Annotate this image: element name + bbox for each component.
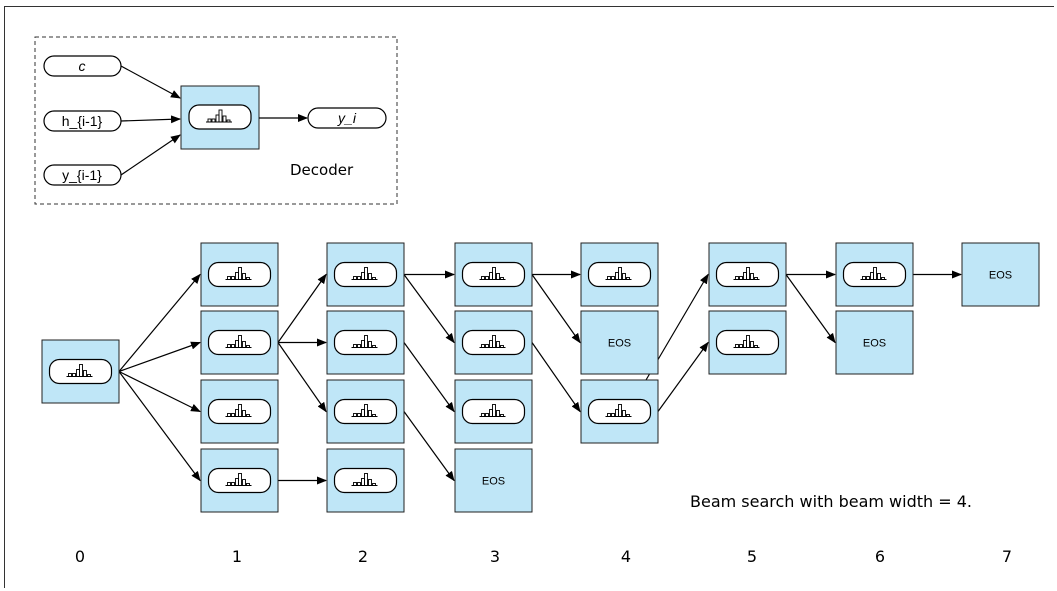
hypothesis-node [200, 242, 279, 307]
step-label-1: 1 [232, 547, 242, 566]
eos-node: EOS [580, 310, 659, 375]
beam-edge [277, 342, 327, 413]
hypothesis-node [580, 379, 659, 444]
eos-label: EOS [863, 338, 886, 350]
hypothesis-node [200, 310, 279, 375]
beam-edge [118, 273, 201, 372]
eos-node: EOS [835, 310, 914, 375]
node-box [454, 448, 533, 513]
input-y-prev: y_{i-1} [43, 164, 122, 186]
figure-frame [4, 6, 1054, 588]
histogram-icon [733, 335, 760, 348]
histogram-icon [225, 473, 252, 486]
histogram-icon [605, 267, 632, 280]
hypothesis-node [326, 310, 405, 375]
decoder-dashed-box [34, 36, 398, 205]
beam-edge [277, 273, 327, 343]
histogram-icon [351, 267, 378, 280]
hypothesis-node [454, 310, 533, 375]
output-y: y_i [307, 107, 387, 129]
decoder-inset: c h_{i-1} y_{i-1} y_i Decoder [34, 36, 398, 205]
step-label-7: 7 [1002, 547, 1012, 566]
histogram-icon [479, 404, 506, 417]
hypothesis-node [454, 242, 533, 307]
step-label-4: 4 [621, 547, 631, 566]
beam-edge [657, 341, 709, 412]
histogram-icon [188, 104, 252, 130]
histogram-icon [206, 109, 232, 123]
beam-nodes: EOS EOS EOS EOS [41, 242, 1040, 513]
histogram-icon [860, 267, 887, 280]
node-box [961, 242, 1040, 307]
step-label-2: 2 [358, 547, 368, 566]
beam-edge [118, 370, 201, 413]
arrow-c [120, 65, 181, 99]
beam-edge [118, 371, 201, 482]
caption: Beam search with beam width = 4. [690, 492, 972, 511]
hypothesis-node [326, 448, 405, 513]
beam-edges [118, 270, 962, 485]
eos-node: EOS [961, 242, 1040, 307]
arrow-h [120, 115, 181, 124]
input-c-label: c [79, 58, 86, 74]
input-h-label: h_{i-1} [62, 113, 103, 129]
output-y-label: y_i [337, 110, 357, 126]
step-label-0: 0 [75, 547, 85, 566]
step-label-3: 3 [490, 547, 500, 566]
decoder-label: Decoder [290, 161, 354, 179]
step-label-6: 6 [875, 547, 885, 566]
hypothesis-node [41, 339, 120, 404]
hypothesis-node [835, 242, 914, 307]
input-y-label: y_{i-1} [62, 167, 102, 183]
arrow-y [120, 134, 181, 176]
beam-edge [531, 342, 581, 413]
hypothesis-node [580, 242, 659, 307]
decoder-node [180, 85, 260, 150]
step-label-5: 5 [747, 547, 757, 566]
hypothesis-node [708, 242, 787, 307]
beam-edge [403, 411, 455, 482]
histogram-icon [66, 364, 93, 377]
hypothesis-node [454, 379, 533, 444]
step-labels: 0 1 2 3 4 5 6 7 [75, 547, 1012, 566]
histogram-icon [479, 335, 506, 348]
hypothesis-node [200, 379, 279, 444]
histogram-icon [351, 404, 378, 417]
hypothesis-node [326, 242, 405, 307]
beam-edge [785, 274, 836, 344]
eos-node: EOS [454, 448, 533, 513]
histogram-icon [225, 404, 252, 417]
histogram-icon [351, 335, 378, 348]
eos-label: EOS [608, 338, 631, 350]
input-h-prev: h_{i-1} [43, 110, 122, 132]
hypothesis-node [326, 379, 405, 444]
eos-label: EOS [989, 270, 1012, 282]
node-box [835, 310, 914, 375]
histogram-icon [733, 267, 760, 280]
input-c: c [43, 55, 122, 77]
beam-edge [403, 342, 455, 413]
histogram-icon [605, 404, 632, 417]
node-box [580, 310, 659, 375]
histogram-icon [225, 267, 252, 280]
hypothesis-node [708, 310, 787, 375]
histogram-icon [351, 473, 378, 486]
beam-edge [403, 274, 455, 344]
beam-edge [118, 341, 201, 373]
beam-edge [531, 274, 581, 344]
hypothesis-node [200, 448, 279, 513]
eos-label: EOS [482, 476, 505, 488]
histogram-icon [225, 335, 252, 348]
histogram-icon [479, 267, 506, 280]
